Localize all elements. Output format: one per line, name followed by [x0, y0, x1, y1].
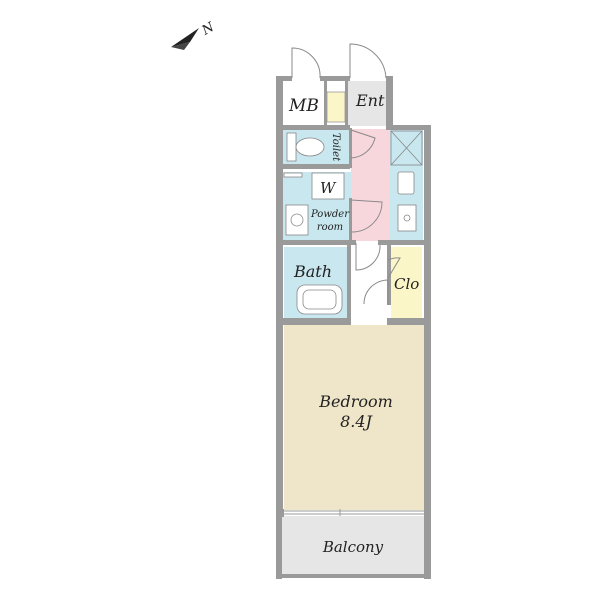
north-arrow-tail-icon — [171, 42, 190, 50]
toilet-label: Toilet — [330, 133, 341, 162]
balcony-window — [284, 509, 424, 516]
closet — [391, 247, 422, 319]
walls — [276, 76, 431, 579]
doors — [291, 43, 401, 305]
w-label: W — [320, 179, 337, 197]
bedroom-floor — [284, 325, 424, 510]
north-label: N — [199, 20, 218, 39]
bathtub-icon — [296, 284, 343, 315]
bedroom-label: Bedroom — [318, 392, 393, 411]
compass: N — [171, 20, 218, 50]
toilet-fixture-icon — [286, 132, 325, 162]
north-arrow-icon — [171, 28, 199, 47]
vanity-sink-icon — [285, 204, 309, 236]
ent-label: Ent — [355, 91, 385, 110]
stove-icon — [397, 171, 415, 195]
kitchen-sink-icon — [397, 204, 417, 232]
ent-floor — [347, 81, 390, 126]
ent-step — [326, 91, 346, 123]
powder-room-shelf — [283, 172, 303, 178]
bedroom-size-label: 8.4J — [340, 412, 373, 431]
mb-room — [281, 81, 325, 126]
balcony-label: Balcony — [322, 538, 384, 556]
bath-label: Bath — [293, 262, 332, 281]
powder-room-label-1: Powder — [310, 209, 350, 220]
powder-room-label-2: room — [317, 222, 343, 233]
shower-unit-icon — [390, 130, 423, 166]
balcony-floor — [281, 516, 424, 574]
clo-label: Clo — [394, 275, 419, 293]
mb-label: MB — [288, 96, 319, 116]
entrance-hall — [351, 129, 390, 241]
hall-lower — [350, 243, 390, 322]
washing-machine-icon — [311, 172, 345, 200]
